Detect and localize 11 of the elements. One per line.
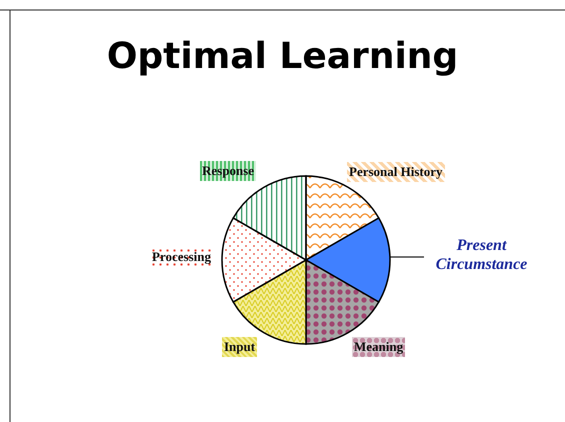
callout-label: Present Circumstance bbox=[434, 236, 528, 274]
slide-title: Optimal Learning bbox=[106, 36, 460, 77]
slice-label: Meaning bbox=[352, 337, 406, 357]
slice-label: Personal History bbox=[347, 162, 445, 182]
slice-label: Response bbox=[200, 161, 256, 181]
pie-slice bbox=[305, 175, 380, 261]
pie-slice bbox=[305, 217, 391, 303]
pie-slice bbox=[221, 217, 307, 303]
slice-label: Processing bbox=[150, 247, 213, 267]
leader-line bbox=[390, 256, 424, 258]
slice-label: Input bbox=[222, 337, 258, 357]
